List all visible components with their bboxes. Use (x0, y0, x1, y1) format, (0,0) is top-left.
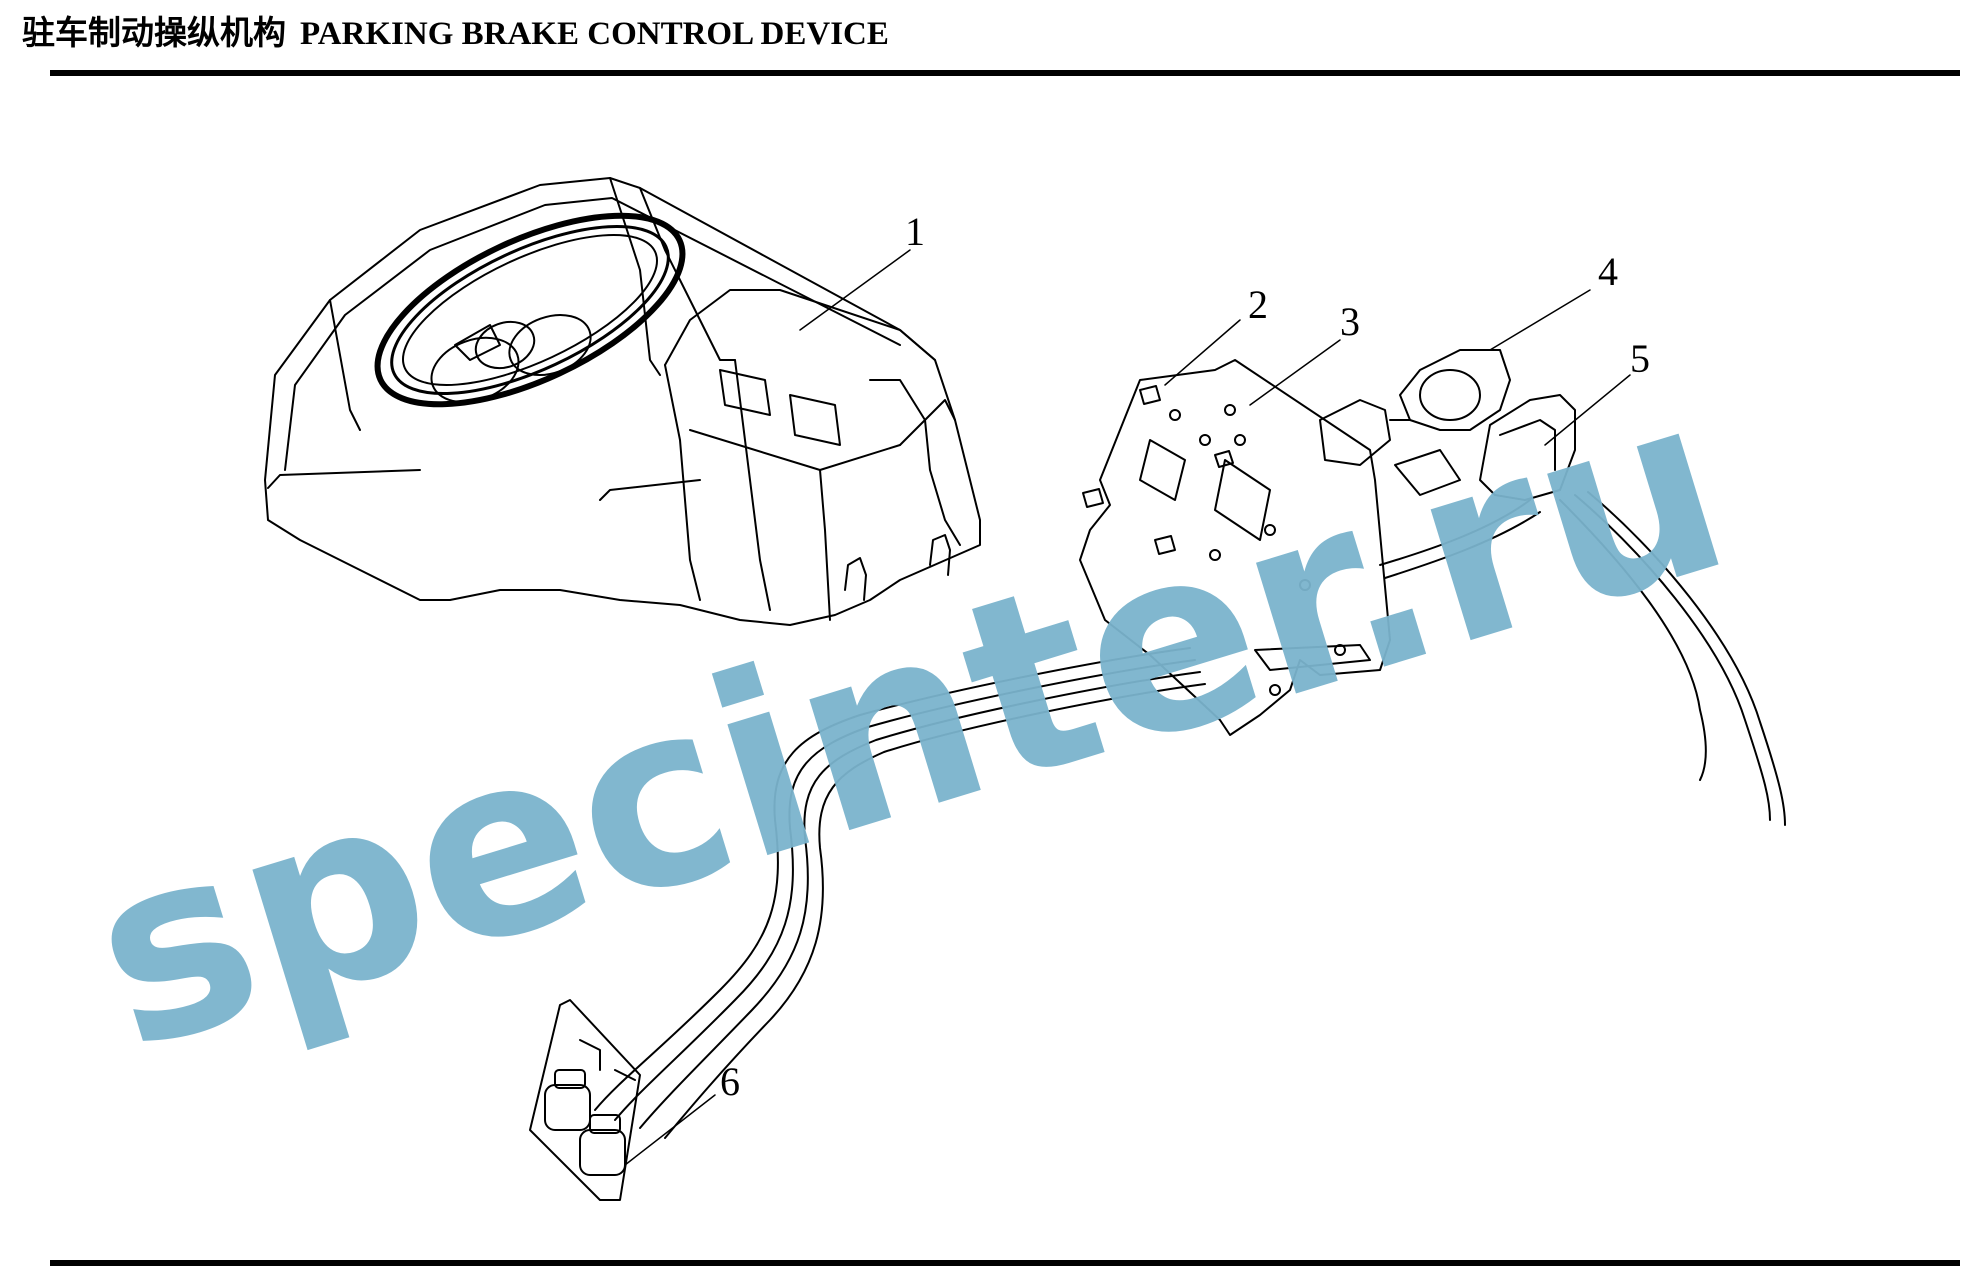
bottom-bracket (529, 999, 641, 1201)
leader-lines (624, 249, 1631, 1166)
bolts (1082, 385, 1234, 555)
callout-4: 4 (1598, 249, 1618, 294)
watermark-text: specinter.ru (62, 336, 1756, 1106)
callout-5: 5 (1630, 336, 1650, 381)
page-title: 驻车制动操纵机构 PARKING BRAKE CONTROL DEVICE (22, 6, 889, 54)
console-cover (264, 177, 981, 626)
callout-6: 6 (720, 1059, 740, 1104)
switch-assembly (1319, 349, 1576, 501)
callout-labels: 1 2 3 4 5 6 (720, 209, 1650, 1104)
brake-cables (594, 491, 1786, 1139)
callout-3: 3 (1340, 299, 1360, 344)
callout-1: 1 (905, 209, 925, 254)
title-en: PARKING BRAKE CONTROL DEVICE (300, 16, 889, 52)
bottom-rule (50, 1260, 1960, 1266)
callout-2: 2 (1248, 282, 1268, 327)
title-cn: 驻车制动操纵机构 (22, 16, 286, 52)
top-rule (50, 70, 1960, 76)
